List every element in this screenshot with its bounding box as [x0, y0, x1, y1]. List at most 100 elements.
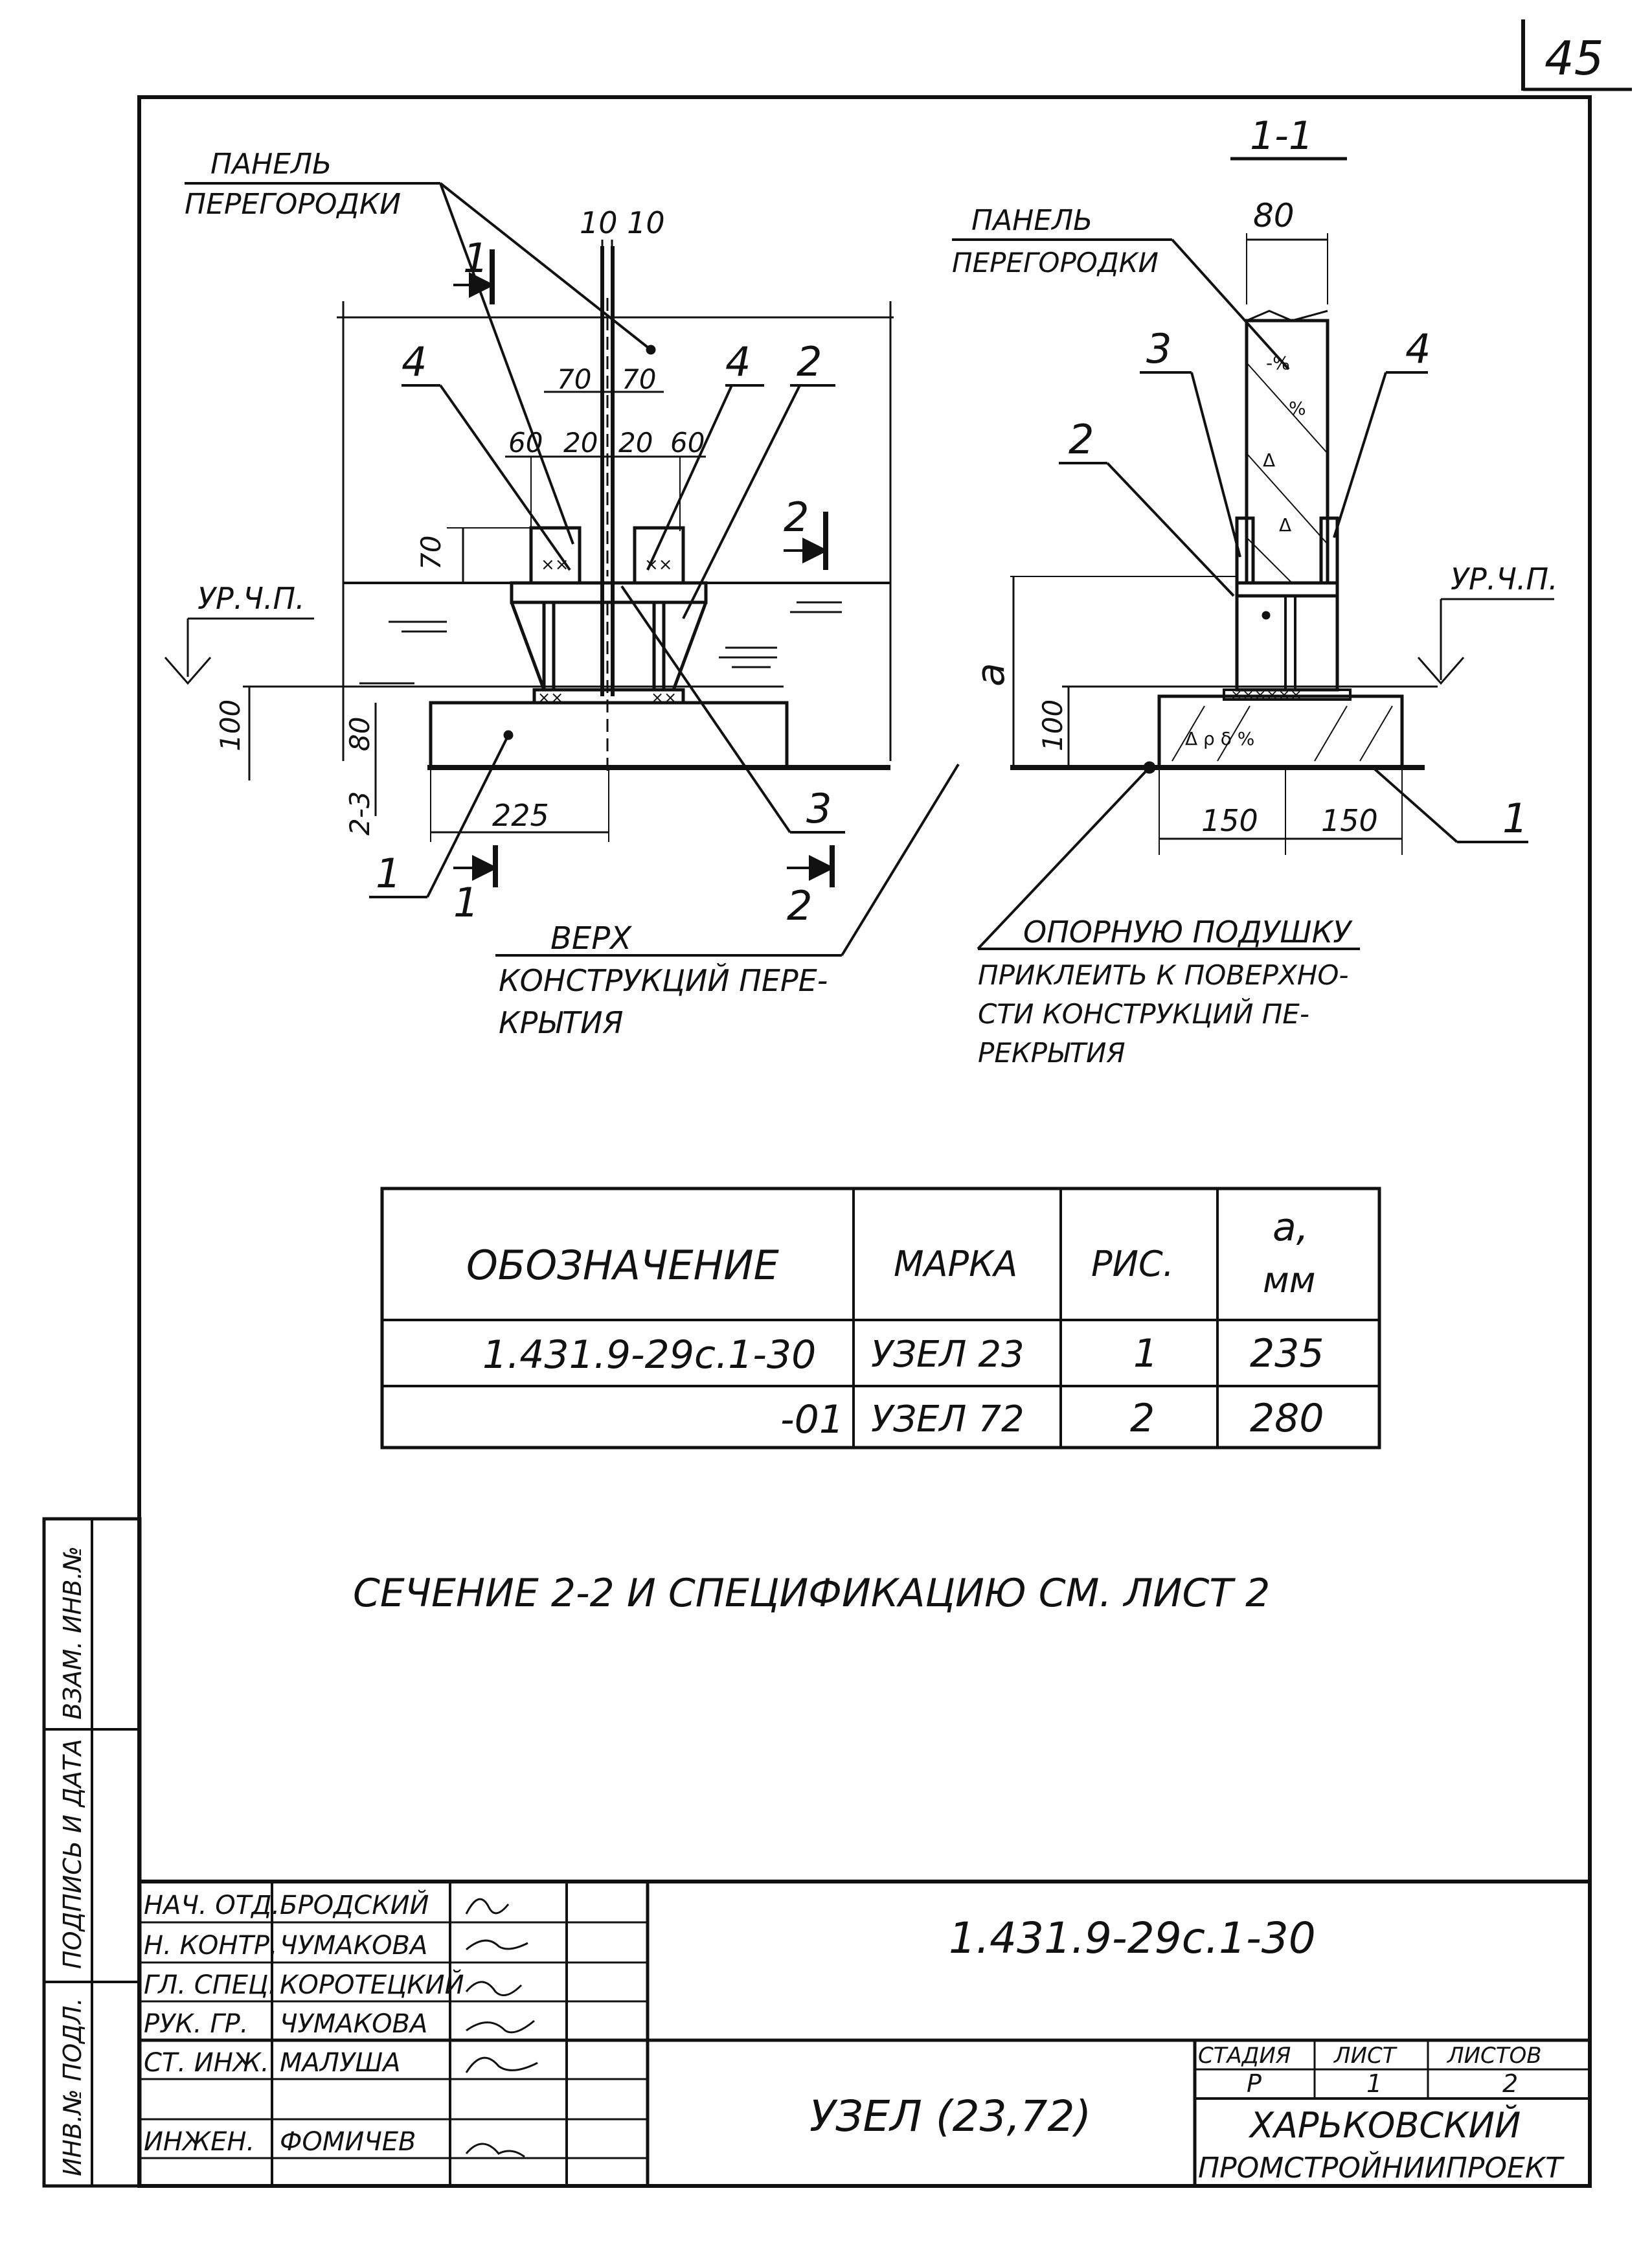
spec-row1-mark: УЗЕЛ 23: [871, 1334, 1024, 1376]
right-note-2: ПРИКЛЕИТЬ К ПОВЕРХНО-: [978, 959, 1349, 991]
role-2: ГЛ. СПЕЦ.: [144, 1970, 277, 2000]
sheets-header: ЛИСТОВ: [1446, 2043, 1542, 2069]
stamp-inv-label: ИНВ.№ ПОДЛ.: [58, 1997, 87, 2176]
spec-row1-a: 235: [1250, 1331, 1324, 1376]
left-callout-4b: 4: [725, 338, 751, 385]
name-4: МАЛУША: [280, 2048, 400, 2078]
spec-row1-designation: 1.431.9-29с.1-30: [482, 1332, 816, 1378]
spec-header-a: a,: [1273, 1205, 1309, 1250]
sheets-value: 2: [1502, 2069, 1518, 2098]
left-dim-20b: 20: [618, 427, 653, 459]
left-dim-60b: 60: [670, 427, 705, 459]
spec-header-designation: ОБОЗНАЧЕНИЕ: [466, 1242, 780, 1289]
name-6: ФОМИЧЕВ: [280, 2127, 416, 2157]
right-detail-view: 1-1 ПАНЕЛЬ ПЕРЕГОРОДКИ 80 -% Δ % Δ 3 4: [952, 113, 1558, 1069]
left-callout-4a: 4: [402, 338, 427, 385]
left-dim-225: 225: [492, 798, 549, 833]
svg-text:××: ××: [644, 555, 673, 574]
spec-header-fig: РИС.: [1091, 1244, 1174, 1284]
section-mark: 1-1: [1250, 113, 1313, 159]
right-dim-80: 80: [1253, 197, 1295, 234]
title-block-texts: НАЧ. ОТД. БРОДСКИЙ Н. КОНТР. ЧУМАКОВА ГЛ…: [144, 1889, 1565, 2185]
left-dim-2-3: 2-3: [344, 791, 376, 836]
right-callout-1: 1: [1502, 795, 1528, 842]
left-dim-70a: 70: [557, 363, 591, 395]
right-dim-a: a: [968, 663, 1013, 687]
right-callout-3: 3: [1146, 325, 1171, 372]
left-dim-70b: 70: [622, 363, 656, 395]
right-note-1: ОПОРНУЮ ПОДУШКУ: [1023, 915, 1353, 950]
sheet-frame: [137, 95, 1592, 2188]
title-block: [137, 1880, 1592, 2188]
left-panel-label-1: ПАНЕЛЬ: [210, 148, 332, 181]
left-cut1-top: 1: [463, 234, 488, 282]
role-3: РУК. ГР.: [144, 2009, 248, 2039]
sheet-value: 1: [1366, 2069, 1382, 2098]
left-callout-1: 1: [376, 850, 401, 897]
right-note-4: РЕКРЫТИЯ: [978, 1037, 1126, 1069]
sheet-header: ЛИСТ: [1333, 2043, 1397, 2069]
spec-row2-a: 280: [1250, 1396, 1324, 1441]
svg-text:Δ ρ δ %: Δ ρ δ %: [1185, 728, 1254, 749]
left-callout-3: 3: [806, 785, 832, 832]
right-dim-150b: 150: [1321, 803, 1378, 838]
left-panel-label-2: ПЕРЕГОРОДКИ: [185, 188, 401, 221]
right-callout-4: 4: [1405, 325, 1431, 372]
left-detail-view: ПАНЕЛЬ ПЕРЕГОРОДКИ 10 10 1 70 70 60 20 2…: [164, 148, 960, 1040]
left-cut2-bottom: 2: [787, 882, 812, 929]
spec-row2-designation: -01: [780, 1397, 844, 1442]
role-1: Н. КОНТР.: [144, 1931, 278, 1961]
left-cut1-bottom: 1: [453, 879, 479, 926]
section-note: СЕЧЕНИЕ 2-2 И СПЕЦИФИКАЦИЮ СМ. ЛИСТ 2: [353, 1571, 1270, 1616]
page-number: 45: [1545, 31, 1604, 85]
name-0: БРОДСКИЙ: [280, 1889, 429, 1920]
right-panel-label-2: ПЕРЕГОРОДКИ: [952, 247, 1159, 279]
spec-row1-fig: 1: [1133, 1331, 1158, 1376]
left-floor-level: УР.Ч.П.: [198, 581, 305, 616]
page-number-corner: 45: [1521, 19, 1632, 91]
spec-header-mark: МАРКА: [894, 1244, 1017, 1284]
svg-text:%: %: [1289, 398, 1306, 419]
stamp-replace-label: ВЗАМ. ИНВ.№: [58, 1546, 87, 1720]
right-dim-150a: 150: [1201, 803, 1258, 838]
left-top-label-1: ВЕРХ: [550, 920, 632, 957]
name-1: ЧУМАКОВА: [280, 1931, 427, 1961]
spec-row2-fig: 2: [1130, 1396, 1155, 1441]
left-dim-70-side: 70: [415, 536, 447, 570]
stamp-signature-label: ПОДПИСЬ И ДАТА: [58, 1739, 87, 1969]
name-2: КОРОТЕЦКИЙ: [280, 1969, 464, 2000]
right-panel-label-1: ПАНЕЛЬ: [971, 204, 1092, 237]
left-dim-10-10: 10 10: [580, 205, 665, 240]
role-0: НАЧ. ОТД.: [144, 1891, 280, 1920]
left-cut2-right: 2: [784, 494, 809, 541]
left-callout-2: 2: [797, 338, 822, 385]
svg-text:××: ××: [541, 555, 569, 574]
doc-designation: 1.431.9-29с.1-30: [949, 1913, 1316, 1963]
left-dim-20a: 20: [563, 427, 598, 459]
name-3: ЧУМАКОВА: [280, 2009, 427, 2039]
org-line-1: ХАРЬКОВСКИЙ: [1248, 2105, 1521, 2146]
right-note-3: СТИ КОНСТРУКЦИЙ ПЕ-: [978, 997, 1309, 1030]
role-4: СТ. ИНЖ.: [144, 2048, 269, 2078]
right-floor-level: УР.Ч.П.: [1451, 562, 1558, 597]
right-callout-2: 2: [1069, 416, 1094, 463]
role-6: ИНЖЕН.: [144, 2127, 255, 2157]
spec-row2-mark: УЗЕЛ 72: [871, 1398, 1024, 1440]
left-top-label-2: КОНСТРУКЦИЙ ПЕРЕ-: [499, 963, 828, 998]
left-dim-100: 100: [214, 700, 246, 751]
svg-text:Δ: Δ: [1279, 514, 1291, 536]
left-dim-60a: 60: [508, 427, 543, 459]
side-stamp: ИНВ.№ ПОДЛ. ПОДПИСЬ И ДАТА ВЗАМ. ИНВ.№: [42, 1517, 142, 2188]
stage-value: Р: [1247, 2069, 1262, 2098]
org-line-2: ПРОМСТРОЙНИИПРОЕКТ: [1198, 2150, 1565, 2185]
spec-header-mm: мм: [1263, 1260, 1315, 1301]
svg-text:Δ: Δ: [1263, 449, 1275, 471]
spec-table: ОБОЗНАЧЕНИЕ МАРКА РИС. a, мм 1.431.9-29с…: [380, 1187, 1381, 1450]
left-top-label-3: КРЫТИЯ: [499, 1005, 624, 1040]
right-dim-100: 100: [1037, 700, 1069, 751]
svg-text:-%: -%: [1266, 352, 1290, 374]
left-dim-80: 80: [344, 717, 376, 751]
stage-header: СТАДИЯ: [1198, 2043, 1291, 2069]
doc-title: УЗЕЛ (23,72): [809, 2091, 1091, 2141]
